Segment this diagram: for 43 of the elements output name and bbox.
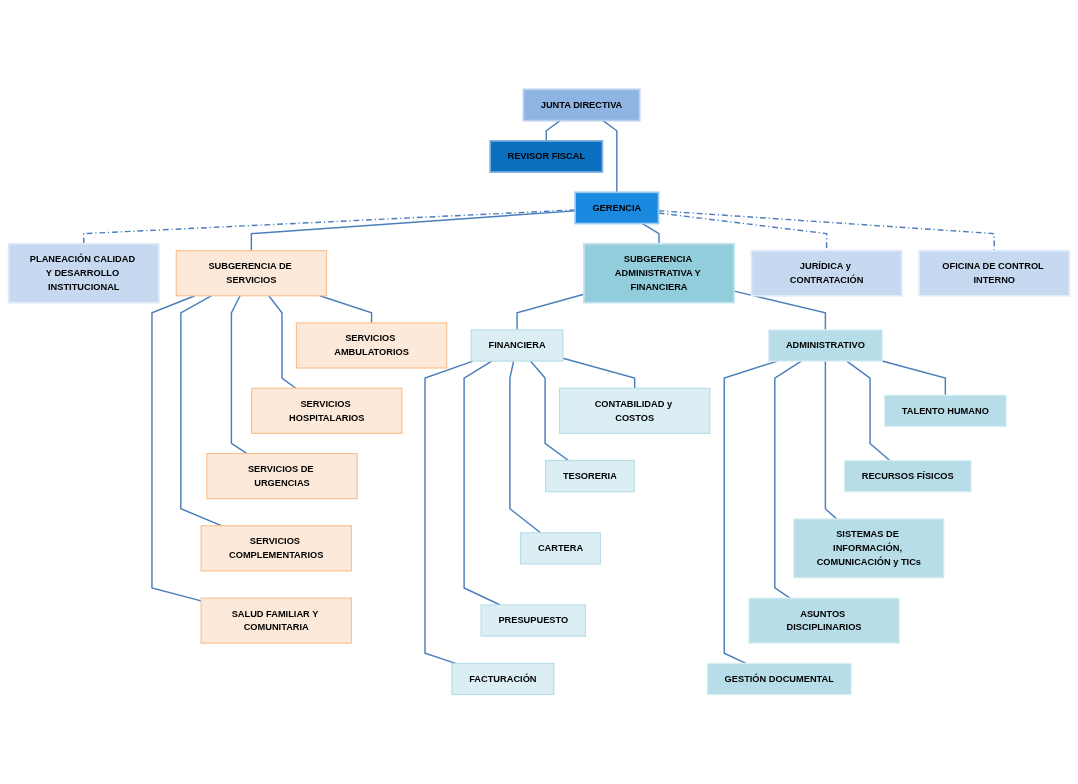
node-box: SUBGERENCIA ADMINISTRATIVA Y FINANCIERA: [583, 242, 735, 304]
connector: [846, 360, 891, 462]
node-box: FACTURACIÓN: [451, 662, 555, 696]
connector: [319, 295, 373, 324]
node-box: TALENTO HUMANO: [883, 394, 1007, 427]
node-box: JUNTA DIRECTIVA: [522, 88, 641, 122]
node-box: PLANEACIÓN CALIDAD Y DESARROLLO INSTITUCIONAL: [7, 242, 160, 304]
node-box: SUBGERENCIA DE SERVICIOS: [175, 250, 328, 297]
node-box: GERENCIA: [574, 191, 660, 225]
node-box: GESTIÓN DOCUMENTAL: [706, 662, 852, 696]
connector: [268, 295, 297, 389]
connector: [641, 222, 660, 245]
connector: [509, 360, 542, 534]
node-box: SISTEMAS DE INFORMACIÓN, COMUNICACIÓN y TICs: [793, 518, 945, 579]
connector: [562, 357, 636, 389]
connector: [881, 360, 947, 396]
connector: [424, 360, 474, 665]
connector: [151, 295, 202, 602]
connector: [602, 119, 618, 194]
node-box: OFICINA DE CONTROL INTERNO: [918, 249, 1071, 297]
node-box: SALUD FAMILIAR Y COMUNITARIA: [200, 597, 352, 644]
connector: [529, 360, 570, 462]
node-box: RECURSOS FÍSICOS: [843, 459, 972, 493]
connector: [230, 295, 248, 455]
node-box: SERVICIOS DE URGENCIAS: [206, 453, 358, 500]
connector: [824, 360, 838, 520]
connector: [463, 360, 501, 606]
node-box: ASUNTOS DISCIPLINARIOS: [748, 597, 900, 644]
connector: [250, 210, 576, 252]
node-box: JURÍDICA y CONTRATACIÓN: [750, 249, 903, 297]
node-box: CARTERA: [519, 532, 601, 565]
node-box: CONTABILIDAD y COSTOS: [558, 387, 711, 434]
node-box: TESORERIA: [544, 459, 635, 493]
node-box: SERVICIOS AMBULATORIOS: [295, 322, 448, 369]
node-box: FINANCIERA: [470, 329, 564, 362]
node-box: ADMINISTRATIVO: [768, 329, 883, 362]
connector: [83, 209, 576, 245]
connector: [545, 119, 561, 142]
node-box: SERVICIOS HOSPITALARIOS: [251, 387, 403, 434]
connector: [774, 360, 802, 599]
node-box: PRESUPUESTO: [480, 604, 587, 637]
node-box: REVISOR FISCAL: [489, 140, 604, 173]
node-box: SERVICIOS COMPLEMENTARIOS: [200, 525, 352, 572]
